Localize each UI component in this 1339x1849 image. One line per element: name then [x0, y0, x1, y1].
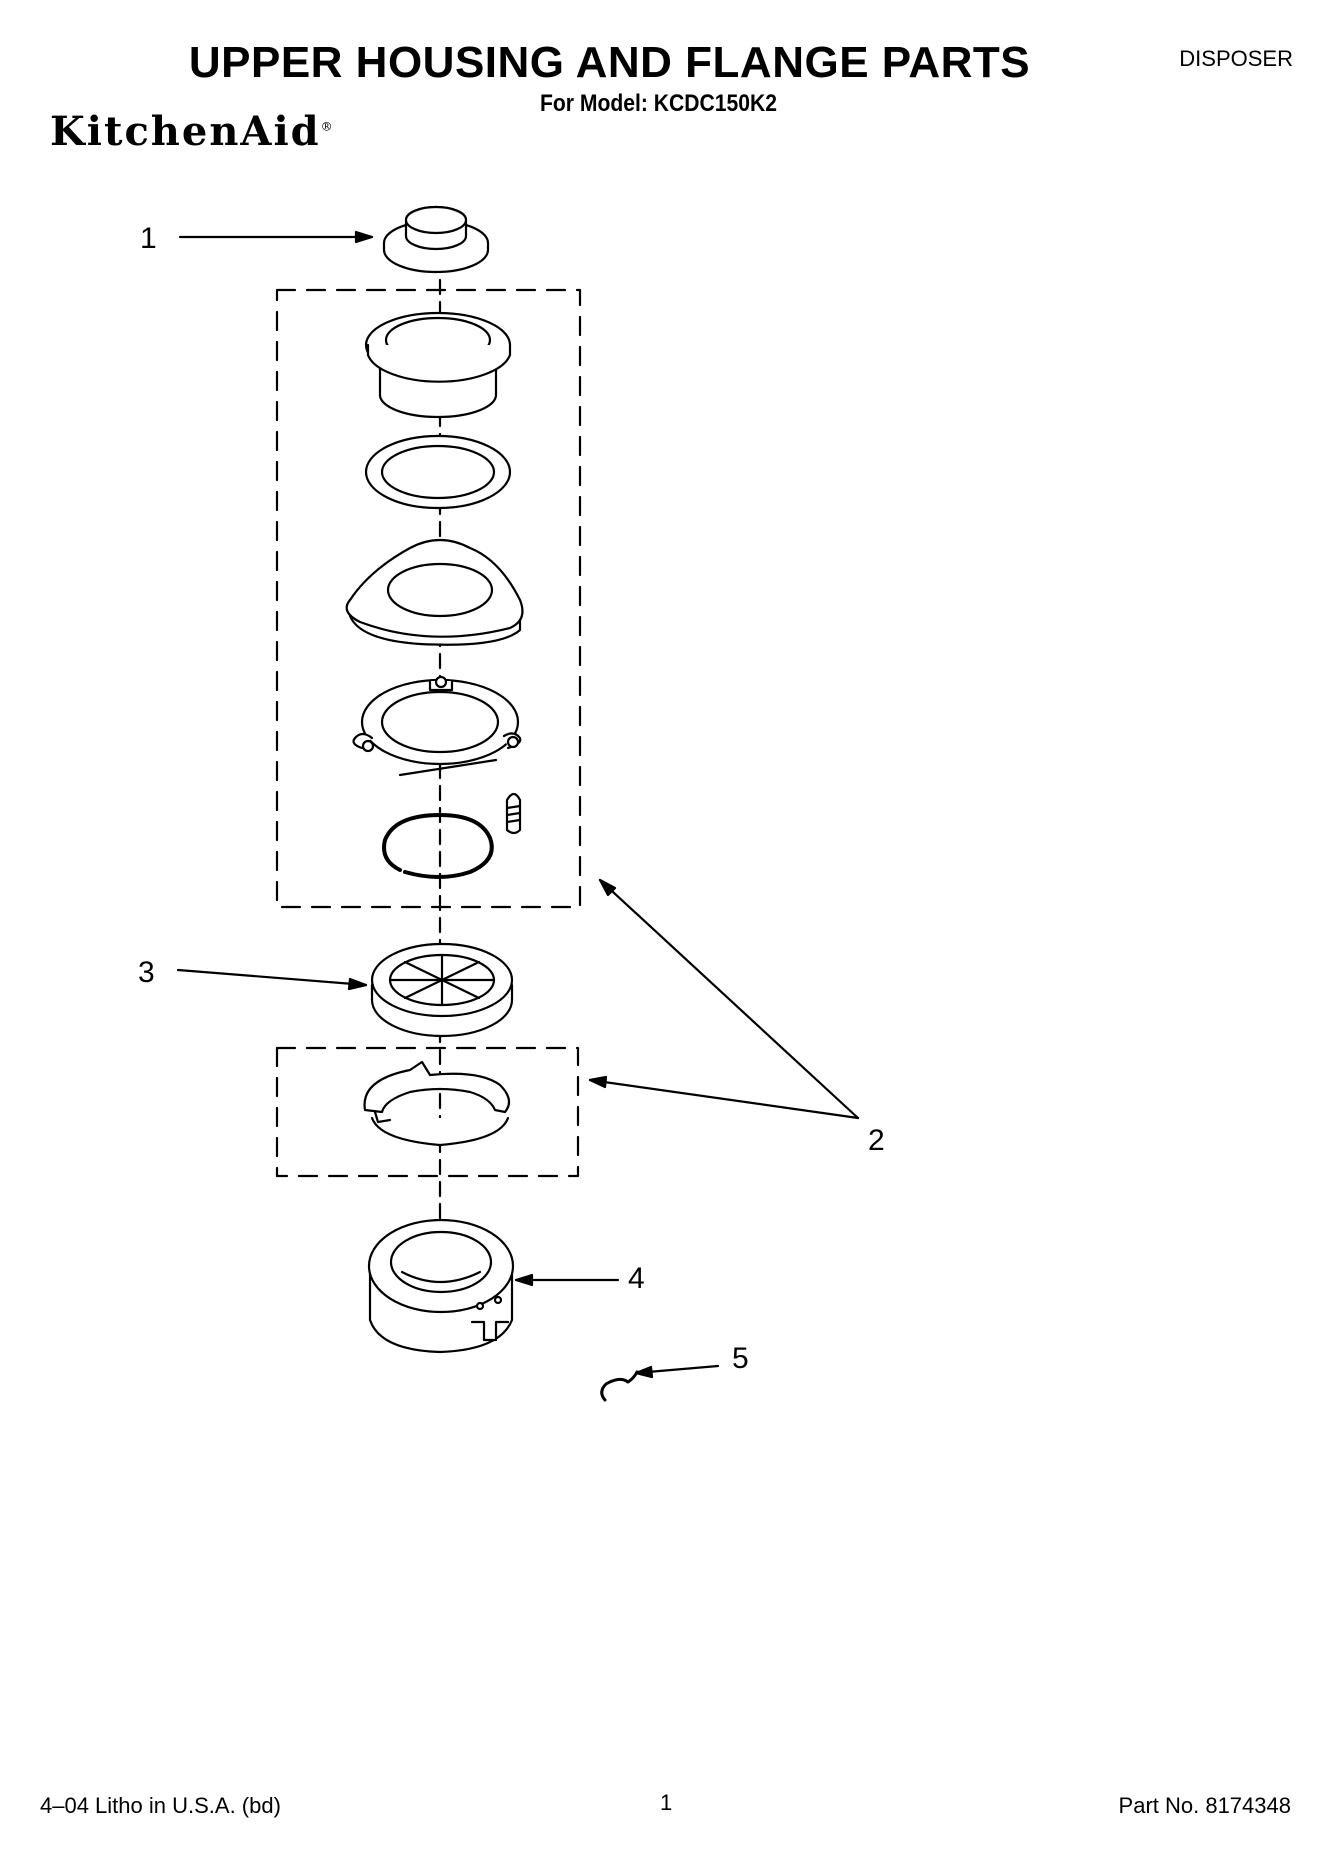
part-upper-housing [367, 1218, 515, 1354]
part-mounting-screw [505, 792, 522, 835]
part-snap-ring [382, 813, 494, 879]
callout-5: 5 [732, 1342, 749, 1375]
part-stopper [382, 205, 490, 274]
leader-3 [176, 968, 368, 987]
group-box-lower [275, 1046, 580, 1178]
category-label: DISPOSER [1179, 46, 1293, 71]
footer-part-number: Part No. 8174348 [1118, 1793, 1291, 1818]
leader-2b [588, 1078, 860, 1120]
callout-2: 2 [868, 1124, 885, 1157]
group-box-upper [275, 288, 582, 909]
part-sink-flange [364, 311, 512, 419]
arrowhead-2b [588, 1075, 608, 1089]
leader-2a [598, 878, 860, 1120]
part-mounting-ring [352, 675, 522, 777]
arrowhead-4 [514, 1273, 534, 1287]
page-title: UPPER HOUSING AND FLANGE PARTS [0, 38, 1339, 88]
part-cushion-mount [363, 1060, 511, 1147]
arrowhead-3 [347, 977, 368, 991]
footer-page-number: 1 [660, 1790, 673, 1815]
part-backup-flange [345, 538, 524, 646]
brand-registered-mark: ® [320, 119, 333, 134]
model-line: For Model: KCDC150K2 [540, 90, 778, 117]
callout-1: 1 [140, 222, 157, 255]
part-fiber-gasket [364, 434, 512, 510]
page-title-text: UPPER HOUSING AND FLANGE PARTS [188, 38, 1031, 87]
arrowhead-5 [634, 1365, 654, 1379]
callout-3: 3 [138, 956, 155, 989]
leader-lines [176, 230, 860, 1379]
arrowhead-1 [354, 230, 374, 244]
footer-litho: 4–04 Litho in U.S.A. (bd) [40, 1793, 281, 1818]
arrowhead-2a [598, 878, 617, 897]
brand-name: KitchenAid [50, 108, 321, 155]
brand-logo: KitchenAid® [50, 108, 333, 155]
part-wire-clip [600, 1370, 639, 1402]
part-splash-guard [370, 942, 514, 1038]
callout-4: 4 [628, 1262, 645, 1295]
